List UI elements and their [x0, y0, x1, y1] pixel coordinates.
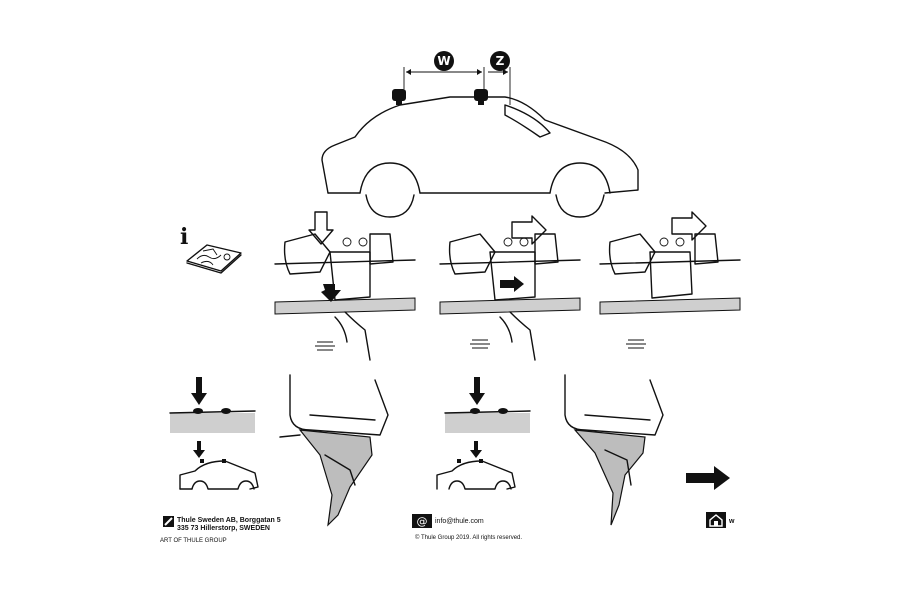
step-panel-3	[599, 211, 741, 360]
copyright-text: © Thule Group 2019. All rights reserved.	[415, 535, 523, 541]
fit-kit-card	[183, 235, 245, 275]
car-side-view	[300, 45, 660, 220]
door-seal-profile-1	[279, 374, 400, 527]
door-seal-profile-2	[555, 374, 675, 526]
z-dimension-badge: Z	[490, 51, 510, 71]
thule-logo-icon	[163, 516, 174, 527]
step-panel-2	[439, 212, 581, 361]
info-icon: i	[180, 224, 189, 250]
email-address[interactable]: info@thule.com	[435, 518, 484, 525]
arrow-right-icon	[686, 466, 732, 490]
website-partial[interactable]: w	[729, 518, 735, 525]
address-line-1: Thule Sweden AB, Borggatan 5	[177, 517, 281, 524]
w-dimension-badge: W	[434, 51, 454, 71]
part-of-thule-group: ART OF THULE GROUP	[160, 538, 227, 544]
roof-placement-1	[169, 375, 265, 500]
svg-text:@: @	[417, 515, 428, 528]
home-icon	[706, 512, 726, 528]
roof-placement-2	[436, 375, 540, 500]
step-panel-1	[274, 211, 416, 361]
email-icon: @	[412, 514, 432, 528]
address-line-2: 335 73 Hillerstorp, SWEDEN	[177, 525, 270, 532]
